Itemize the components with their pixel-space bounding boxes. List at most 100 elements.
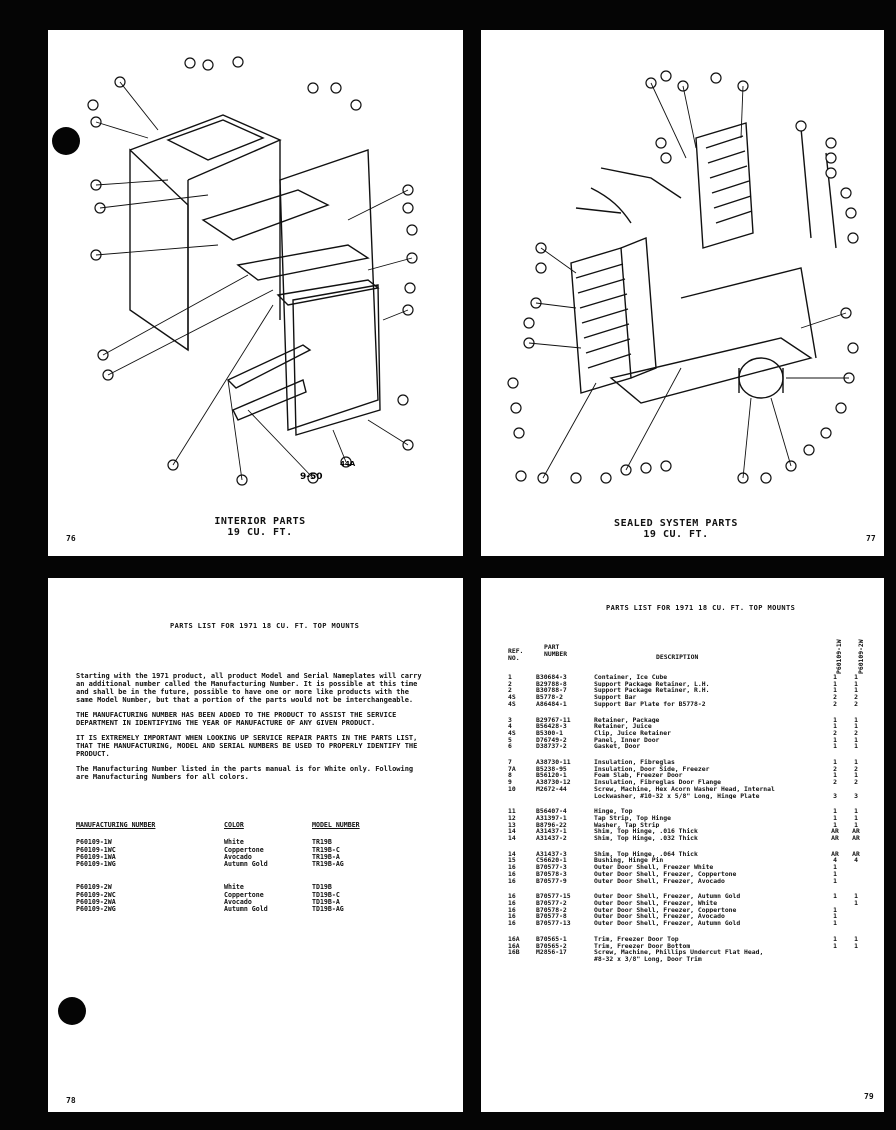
- part-number-cell: A86484-1: [536, 699, 567, 708]
- qty-2w-cell: [846, 864, 866, 871]
- caption-title: SEALED SYSTEM PARTS: [614, 518, 738, 529]
- model-number-cell: TD19B-C: [312, 890, 340, 899]
- description-cell: Screw, Machine, Hex Acorn Washer Head, I…: [594, 785, 775, 793]
- qty-2w-cell: 1: [854, 892, 858, 901]
- qty-1w-cell: 1: [833, 876, 837, 885]
- ref-cell: 16A: [508, 934, 520, 943]
- binder-hole-icon: [58, 997, 86, 1025]
- qty-1w-cell: 1: [833, 715, 837, 724]
- color-cell: Coppertone: [224, 845, 264, 854]
- sealed-system-exploded-diagram: [507, 70, 859, 484]
- description-cell: Outer Door Shell, Freezer, Autumn Gold: [594, 920, 741, 927]
- part-number-cell: D38737-2: [536, 742, 567, 751]
- ref-cell: 8: [508, 771, 512, 780]
- part-number-cell: M2856-17: [536, 948, 567, 957]
- header-part: PART NUMBER: [544, 644, 567, 657]
- description-cell: Container, Ice Cube: [594, 674, 668, 681]
- ref-cell: 5: [508, 735, 512, 744]
- color-cell: Avocado: [224, 852, 252, 861]
- ref-cell: 16B: [508, 948, 520, 957]
- part-number-cell: B56407-4: [536, 807, 567, 816]
- part-number-cell: A31397-1: [536, 813, 567, 822]
- qty-1w-cell: AR: [831, 827, 839, 836]
- description-cell: Retainer, Juice: [594, 723, 652, 730]
- color-cell: Autumn Gold: [224, 860, 268, 869]
- intro-paragraph: The Manufacturing Number listed in the p…: [76, 765, 414, 781]
- caption-subtitle: 19 CU. FT.: [227, 527, 293, 538]
- binder-hole-icon: [52, 127, 80, 155]
- description-cell: Outer Door Shell, Freezer, White: [594, 899, 718, 907]
- qty-2w-cell: 1: [854, 898, 858, 907]
- qty-2w-cell: 1: [854, 758, 858, 767]
- qty-2w-cell: 1: [854, 715, 858, 724]
- parts-list-title: PARTS LIST FOR 1971 18 CU. FT. TOP MOUNT…: [170, 622, 360, 630]
- qty-1w-cell: 1: [833, 771, 837, 780]
- qty-1w-cell: [824, 949, 846, 956]
- model-number-cell: TD19B: [312, 883, 332, 892]
- part-number-cell: A31437-3: [536, 849, 567, 858]
- ref-cell: 11: [508, 807, 516, 816]
- bottom-border: [0, 1112, 896, 1130]
- qty-2w-cell: 1: [854, 771, 858, 780]
- qty-1w-cell: 1: [833, 679, 837, 688]
- qty-2w-cell: 2: [854, 693, 858, 702]
- ref-cell: 16: [508, 912, 516, 921]
- qty-1w-cell: 1: [833, 742, 837, 751]
- ref-cell: 9: [508, 778, 512, 787]
- qty-1w-cell: 1: [833, 905, 837, 914]
- model-number-cell: TD19B-AG: [312, 905, 344, 914]
- part-number-cell: B56428-3: [536, 722, 567, 731]
- part-number-cell: B70578-2: [536, 905, 567, 914]
- color-cell: Coppertone: [224, 890, 264, 899]
- center-horizontal-gutter: [0, 556, 896, 578]
- part-number-cell: C56620-1: [536, 856, 567, 865]
- ref-cell: 1: [508, 673, 512, 681]
- part-number-cell: B70577-13: [536, 919, 571, 928]
- qty-2w-cell: 1: [854, 820, 858, 829]
- mfg-number-cell: P60109-1WA: [76, 852, 116, 861]
- part-number-cell: B70577-8: [536, 912, 567, 921]
- ref-cell: 2: [508, 686, 512, 695]
- mfg-number-cell: P60109-2WA: [76, 898, 116, 907]
- header-part-line: NUMBER: [544, 649, 568, 658]
- description-cell: Clip, Juice Retainer: [594, 729, 671, 737]
- qty-1w-cell: 1: [833, 813, 837, 822]
- qty-1w-cell: 1: [833, 807, 837, 816]
- model-number-cell: TD19B-A: [312, 898, 340, 907]
- part-number-cell: M2672-44: [536, 784, 567, 793]
- qty-2w-cell: [846, 920, 866, 927]
- header-part-line: PART: [544, 643, 560, 651]
- part-number-cell: B5238-95: [536, 764, 567, 773]
- part-number-cell: B70577-2: [536, 898, 567, 907]
- model-number-cell: TR19B: [312, 838, 332, 847]
- parts-list-title: PARTS LIST FOR 1971 18 CU. FT. TOP MOUNT…: [606, 604, 796, 612]
- quadrant-top-left: [48, 30, 463, 556]
- part-number-cell: B5778-2: [536, 693, 563, 702]
- header-model-number: MODEL NUMBER: [312, 821, 360, 829]
- qty-2w-cell: [846, 949, 866, 956]
- ref-cell: 14: [508, 849, 516, 858]
- table-row: Lockwasher, #10-32 x 5/8" Long, Hinge Pl…: [508, 792, 868, 800]
- qty-2w-cell: 1: [854, 722, 858, 731]
- part-number-cell: B8796-22: [536, 820, 567, 829]
- qty-1w-cell: 1: [833, 758, 837, 767]
- interior-parts-title: INTERIOR PARTS 19 CU. FT.: [180, 516, 340, 538]
- qty-1w-cell: 4: [833, 856, 837, 865]
- description-cell: Outer Door Shell, Freezer, Avocado: [594, 877, 725, 885]
- qty-2w-cell: 1: [854, 807, 858, 816]
- qty-1w-cell: 1: [833, 869, 837, 878]
- qty-1w-cell: [824, 956, 846, 963]
- description-cell: Insulation, Fibreglas: [594, 759, 675, 766]
- description-cell: Support Package Retainer, R.H.: [594, 687, 710, 695]
- part-number-cell: B70578-3: [536, 869, 567, 878]
